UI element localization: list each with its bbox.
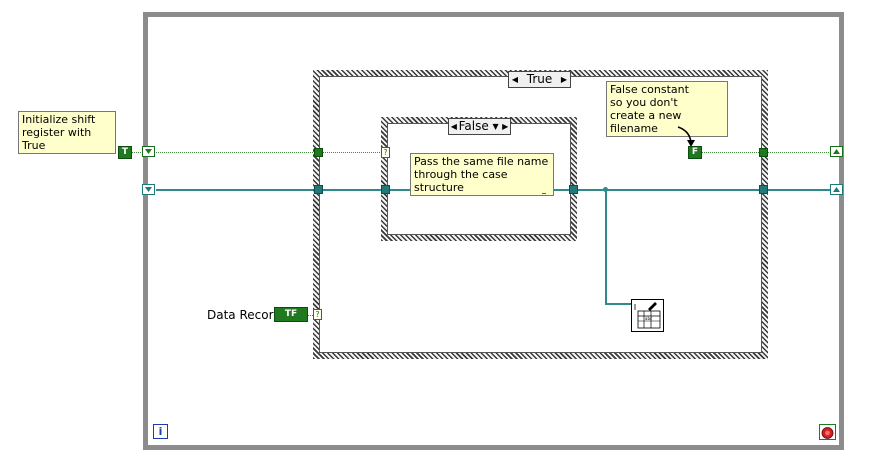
while-loop[interactable]: [143, 12, 844, 450]
boolean-wire-false-const[interactable]: [700, 152, 762, 153]
increment-arrow-icon[interactable]: ▶: [502, 122, 509, 131]
shift-register-left-path[interactable]: [142, 184, 155, 195]
dropdown-arrow-icon[interactable]: ▼: [492, 122, 499, 131]
path-wire-inner[interactable]: [319, 189, 385, 191]
case-selector-value: True: [526, 72, 553, 86]
down-arrow-icon: [145, 187, 152, 192]
data-record-label: Data Record: [207, 308, 281, 322]
case-selector-nested[interactable]: ◀ False ▼ ▶: [448, 118, 511, 135]
decrement-arrow-icon[interactable]: ◀: [450, 122, 457, 131]
shift-register-right-bool[interactable]: [830, 146, 843, 157]
case-selector-outer[interactable]: ◀ True ▶: [508, 71, 571, 88]
tunnel-path-nested-out[interactable]: [569, 185, 578, 194]
down-arrow-icon: [145, 149, 152, 154]
shift-register-left-bool[interactable]: [142, 146, 155, 157]
increment-arrow-icon[interactable]: ▶: [560, 75, 568, 84]
shift-register-note: Initialize shift register with True: [18, 111, 116, 154]
path-wire-inner[interactable]: [578, 189, 763, 191]
case-selector-terminal-nested[interactable]: ?: [381, 147, 390, 158]
tunnel-path-in[interactable]: [314, 185, 323, 194]
data-record-terminal[interactable]: TF: [274, 307, 308, 322]
false-constant-note: False constant so you don't create a new…: [606, 81, 728, 137]
boolean-wire-inner[interactable]: [323, 152, 381, 153]
pass-filename-note: Pass the same file name through the case…: [410, 153, 554, 196]
stop-terminal[interactable]: [819, 424, 836, 440]
write-file-node[interactable]: abc: [631, 299, 664, 332]
iteration-terminal[interactable]: i: [153, 424, 168, 439]
boolean-wire-segment[interactable]: [132, 152, 142, 153]
path-wire-branch[interactable]: [605, 189, 607, 305]
case-selector-value: False: [458, 119, 489, 133]
boolean-wire-segment[interactable]: [156, 152, 314, 153]
svg-text:abc: abc: [645, 316, 652, 321]
true-constant[interactable]: T: [118, 146, 132, 159]
coercion-dot: [542, 193, 546, 194]
tunnel-bool-in[interactable]: [314, 148, 323, 157]
tunnel-bool-out[interactable]: [759, 148, 768, 157]
path-wire-right[interactable]: [768, 189, 830, 191]
boolean-wire-right[interactable]: [768, 152, 830, 153]
write-file-icon: abc: [634, 302, 661, 329]
path-wire-branch[interactable]: [605, 303, 632, 305]
tunnel-path-out[interactable]: [759, 185, 768, 194]
up-arrow-icon: [833, 187, 840, 192]
data-record-wire[interactable]: [308, 315, 314, 316]
wire-junction: [603, 187, 608, 192]
false-constant[interactable]: F: [688, 146, 702, 159]
shift-register-right-path[interactable]: [830, 184, 843, 195]
stop-icon: [821, 427, 834, 439]
case-selector-terminal-outer[interactable]: ?: [313, 309, 322, 320]
decrement-arrow-icon[interactable]: ◀: [511, 75, 519, 84]
note-arrow-icon: [677, 126, 695, 147]
tunnel-path-nested-in[interactable]: [381, 185, 390, 194]
up-arrow-icon: [833, 149, 840, 154]
